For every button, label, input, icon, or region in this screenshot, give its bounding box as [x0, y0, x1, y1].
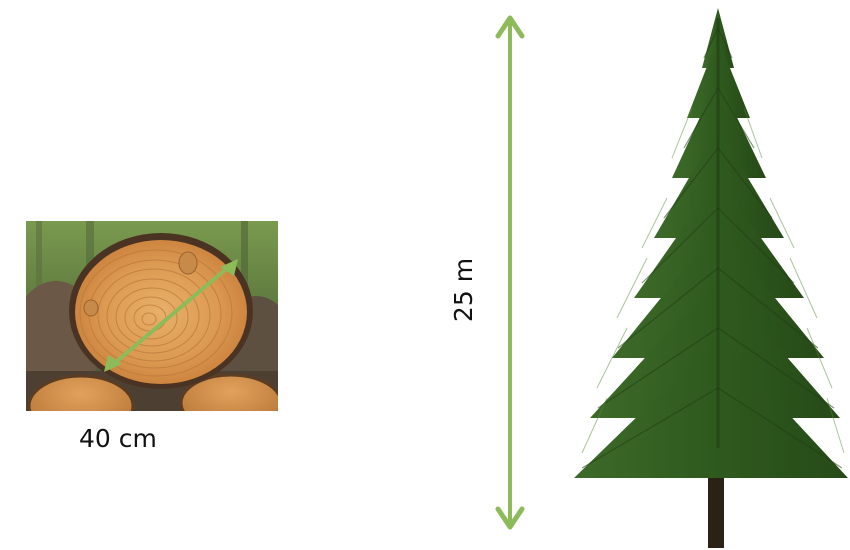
- log-cross-section-image: [26, 221, 278, 411]
- height-arrow: [490, 10, 530, 535]
- spruce-tree-icon: [572, 8, 848, 548]
- height-label: 25 m: [449, 258, 479, 322]
- diameter-label: 40 cm: [79, 424, 157, 454]
